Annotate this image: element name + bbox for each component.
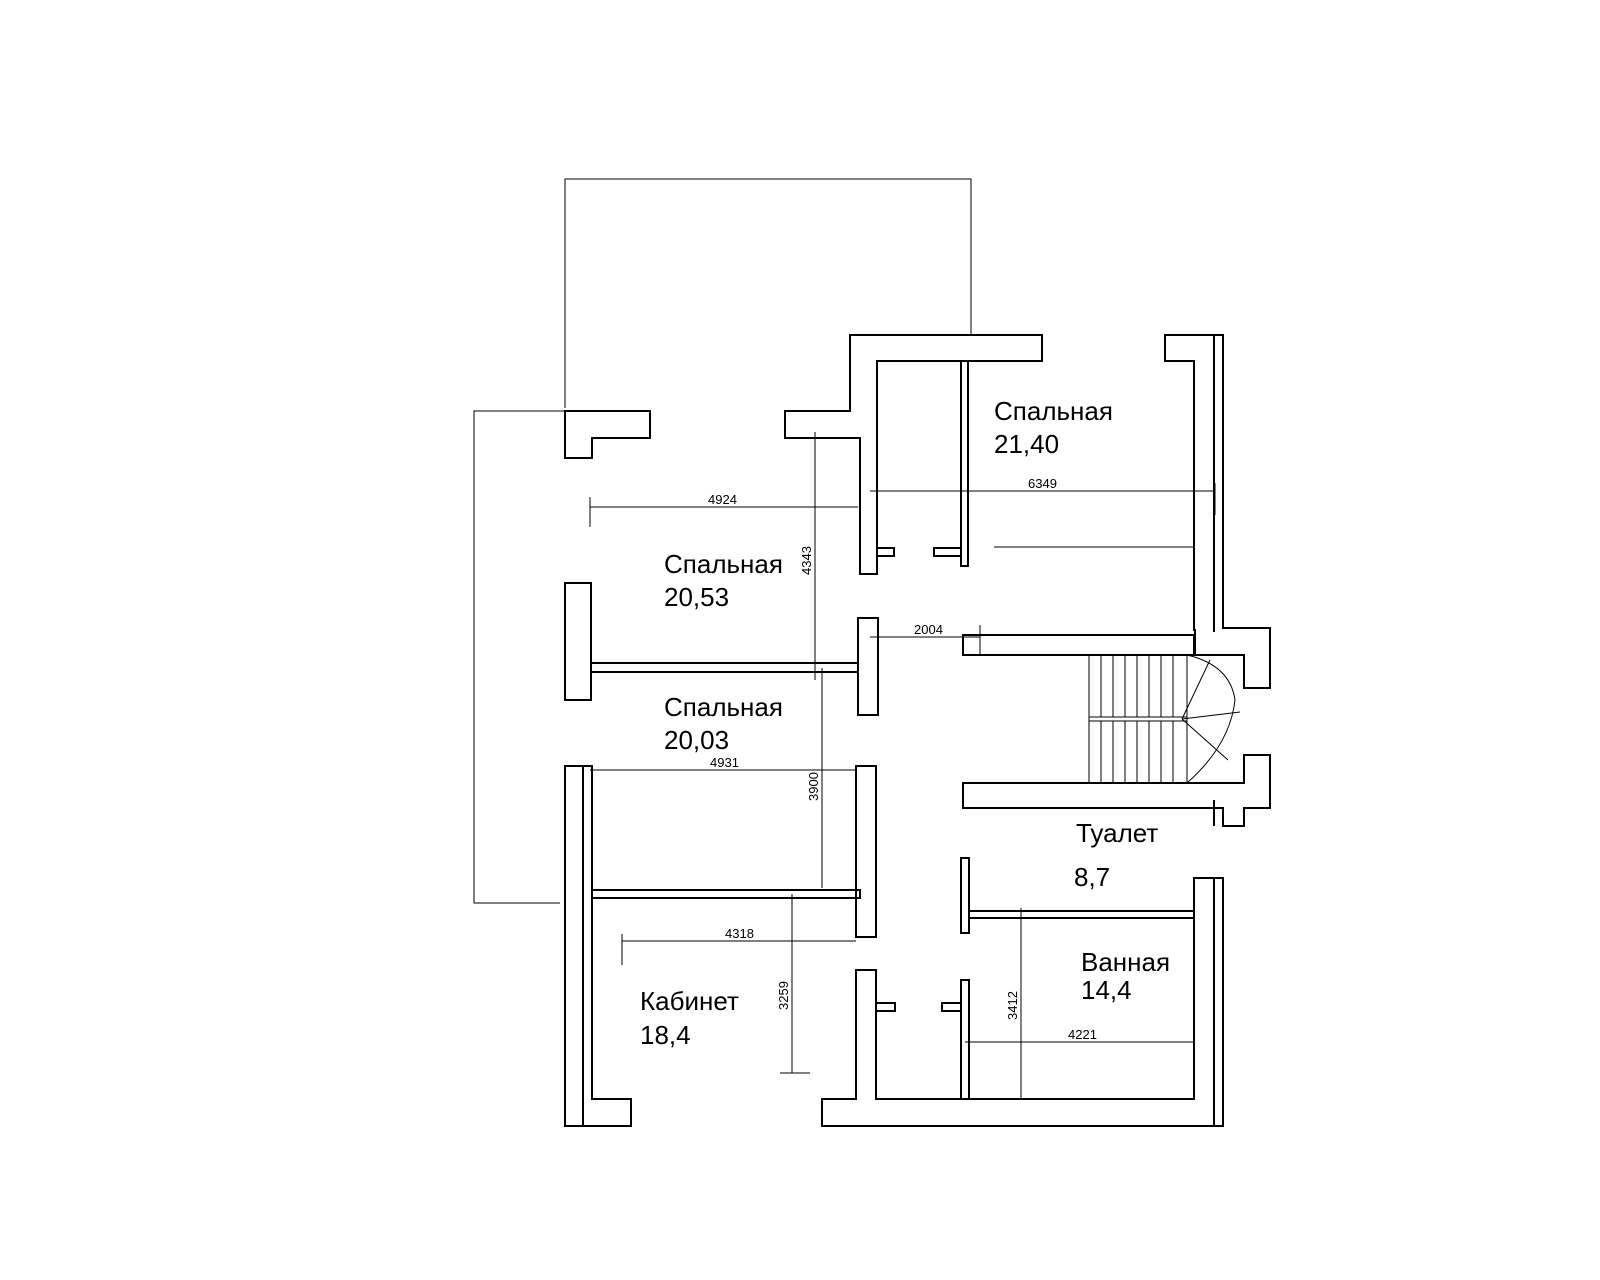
- room-area: 20,03: [664, 725, 729, 755]
- room-area: 21,40: [994, 429, 1059, 459]
- staircase: [1088, 654, 1241, 784]
- dimension-label: 4343: [799, 546, 814, 575]
- room-label-bedroom-top-right: Спальная 21,40: [994, 396, 1113, 459]
- room-area: 18,4: [640, 1020, 691, 1050]
- room-name: Спальная: [664, 692, 783, 722]
- room-area: 20,53: [664, 582, 729, 612]
- room-name: Ванная: [1081, 947, 1170, 977]
- room-label-toilet: Туалет 8,7: [1074, 818, 1158, 892]
- room-area: 14,4: [1081, 975, 1132, 1005]
- dimension-lines: [589, 432, 1216, 1100]
- dimension-label: 3900: [806, 772, 821, 801]
- room-name: Кабинет: [640, 986, 739, 1016]
- room-label-study: Кабинет 18,4: [640, 986, 739, 1050]
- room-name: Спальная: [664, 549, 783, 579]
- dimension-labels: 4924 6349 4343 2004 4931 3900 4318 3259 …: [708, 476, 1097, 1042]
- dimension-label: 6349: [1028, 476, 1057, 491]
- room-label-bathroom: Ванная 14,4: [1081, 947, 1170, 1005]
- room-area: 8,7: [1074, 862, 1110, 892]
- dimension-label: 2004: [914, 622, 943, 637]
- dimension-label: 4924: [708, 492, 737, 507]
- room-label-bedroom-middle: Спальная 20,53: [664, 549, 783, 612]
- dimension-label: 4931: [710, 755, 739, 770]
- room-label-bedroom-lower: Спальная 20,03: [664, 692, 783, 755]
- dimension-label: 4221: [1068, 1027, 1097, 1042]
- room-name: Туалет: [1076, 818, 1158, 848]
- outline-lines: [473, 178, 972, 904]
- dimension-label: 3412: [1005, 991, 1020, 1020]
- dimension-label: 4318: [725, 926, 754, 941]
- walls: [564, 334, 1271, 1127]
- dimension-label: 3259: [776, 981, 791, 1010]
- room-name: Спальная: [994, 396, 1113, 426]
